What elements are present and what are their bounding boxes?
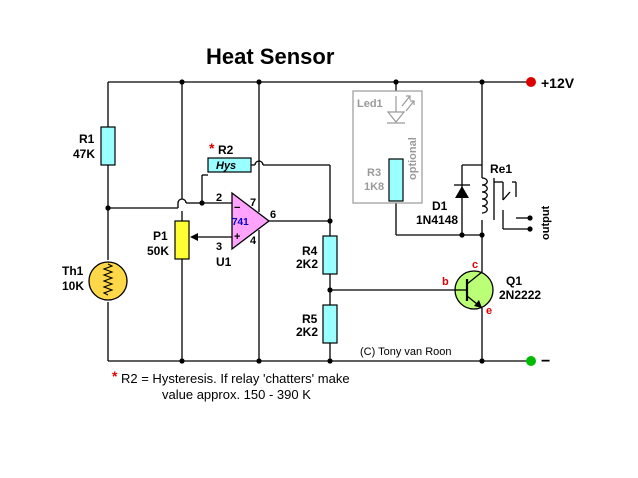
svg-text:−: − (234, 202, 240, 214)
svg-text:+12V: +12V (541, 75, 575, 91)
resistor-r4: R4 2K2 (296, 235, 338, 275)
svg-text:D1: D1 (432, 199, 448, 213)
footnote-line1: R2 = Hysteresis. If relay 'chatters' mak… (121, 371, 350, 386)
svg-text:10K: 10K (62, 279, 84, 293)
negative-terminal: − (526, 353, 550, 370)
optional-label: optional (407, 137, 419, 180)
optional-led-section: Led1 R3 1K8 optional (352, 90, 423, 204)
q1-emitter-label: e (486, 305, 492, 317)
q1-base-label: b (442, 276, 449, 288)
potentiometer-p1: P1 50K (147, 220, 190, 260)
credit-text: (C) Tony van Roon (360, 346, 452, 358)
svg-text:2K2: 2K2 (296, 257, 318, 271)
resistor-r1: R1 47K (73, 126, 116, 166)
diagram-title: Heat Sensor (206, 44, 335, 69)
positive-terminal: +12V (526, 75, 575, 91)
q1-collector-label: c (472, 259, 478, 271)
svg-text:50K: 50K (147, 244, 169, 258)
thermistor-th1: Th1 10K (62, 261, 128, 301)
svg-text:2K2: 2K2 (296, 325, 318, 339)
opamp-chip-label: 741 (232, 217, 249, 228)
relay-re1: Re1 output (481, 162, 552, 240)
opamp-u1: 741 − + 2 3 7 4 6 U1 (216, 191, 276, 269)
svg-text:Hys: Hys (216, 160, 236, 172)
svg-text:U1: U1 (216, 255, 232, 269)
svg-text:Q1: Q1 (506, 274, 522, 288)
junction-dots (105, 79, 485, 364)
svg-text:R1: R1 (79, 132, 95, 146)
r2-star: * (209, 140, 215, 156)
svg-text:47K: 47K (73, 147, 95, 161)
svg-text:Re1: Re1 (490, 162, 512, 176)
r3-name: R3 (367, 167, 381, 179)
svg-text:6: 6 (270, 209, 276, 221)
svg-text:4: 4 (250, 235, 257, 247)
svg-text:R5: R5 (302, 312, 318, 326)
svg-text:R2: R2 (218, 143, 234, 157)
resistor-r2-hysteresis: Hys * R2 (207, 140, 252, 173)
diode-d1: D1 1N4148 (416, 184, 470, 227)
output-label: output (540, 205, 552, 240)
svg-text:2: 2 (216, 192, 222, 204)
svg-text:2N2222: 2N2222 (499, 288, 541, 302)
svg-text:R4: R4 (302, 244, 318, 258)
footnote: * R2 = Hysteresis. If relay 'chatters' m… (112, 368, 350, 402)
wires (107, 81, 530, 362)
led1-label: Led1 (357, 98, 383, 110)
svg-text:1N4148: 1N4148 (416, 213, 458, 227)
svg-text:+: + (234, 231, 240, 243)
svg-text:−: − (541, 353, 550, 370)
resistor-r5: R5 2K2 (296, 304, 338, 344)
transistor-q1: b c e Q1 2N2222 (442, 259, 541, 317)
svg-text:7: 7 (250, 197, 256, 209)
r3-value: 1K8 (364, 181, 384, 193)
svg-text:Th1: Th1 (62, 264, 84, 278)
svg-text:P1: P1 (153, 229, 168, 243)
svg-text:3: 3 (216, 241, 222, 253)
footnote-line2: value approx. 150 - 390 K (162, 387, 311, 402)
footnote-star: * (112, 368, 118, 384)
